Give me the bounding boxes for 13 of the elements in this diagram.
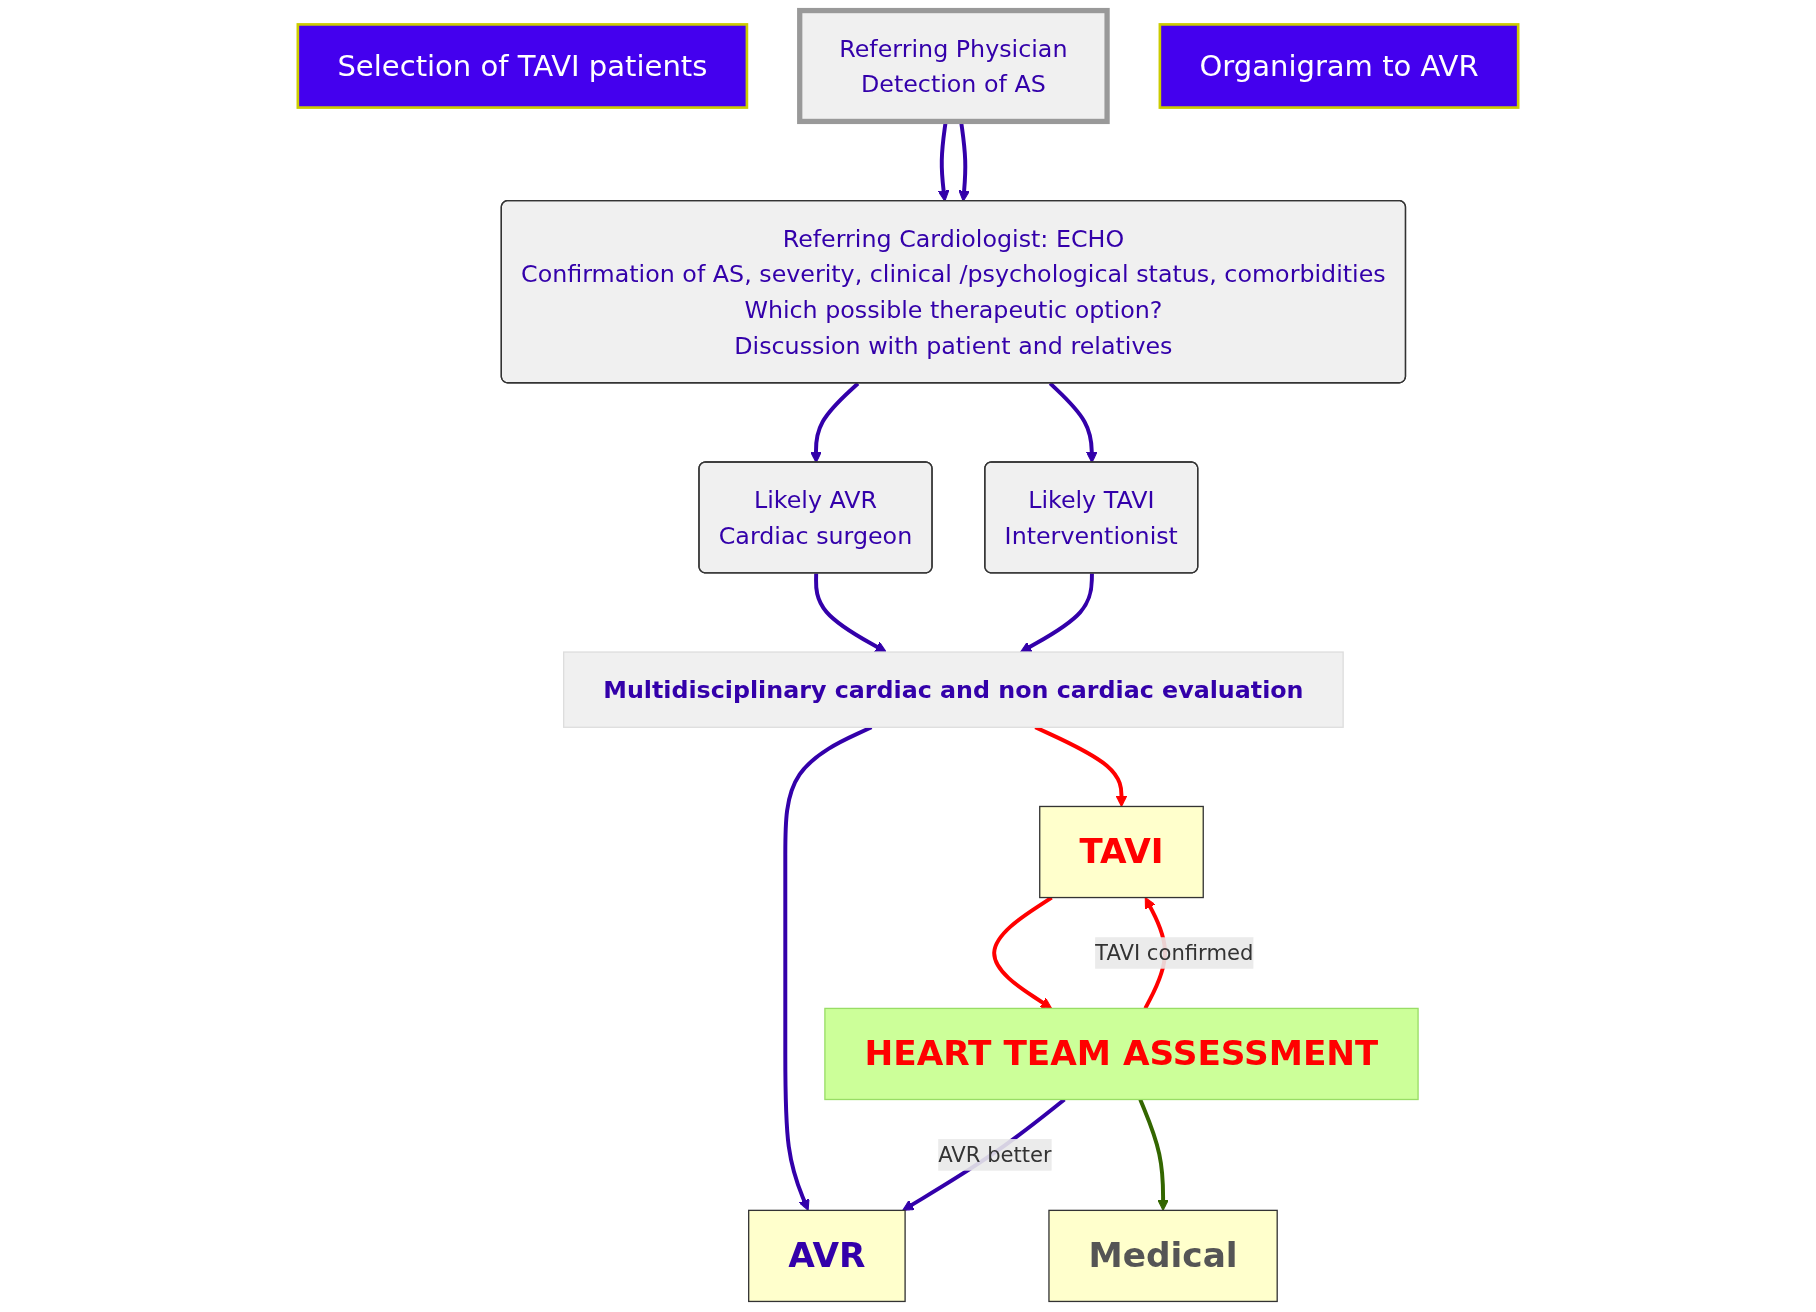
edge-label: AVR better: [938, 1141, 1052, 1167]
node-box: Selection of TAVI patients: [296, 23, 749, 109]
edge-label: TAVI confirmed: [1095, 939, 1254, 965]
node-box: Multidisciplinary cardiac and non cardiac evaluation: [563, 651, 1344, 728]
node-box: HEART TEAM ASSESSMENT: [824, 1007, 1419, 1101]
node-box: AVR: [748, 1209, 906, 1303]
node-box: Referring Physician Detection of AS: [797, 7, 1110, 125]
arrow: [1138, 1098, 1169, 1211]
node-box: Medical: [1048, 1209, 1278, 1303]
arrow: [1020, 573, 1094, 653]
arrow: [814, 573, 887, 653]
node-box: Organigram to AVR: [1158, 23, 1520, 109]
node-box: TAVI: [1039, 805, 1204, 899]
